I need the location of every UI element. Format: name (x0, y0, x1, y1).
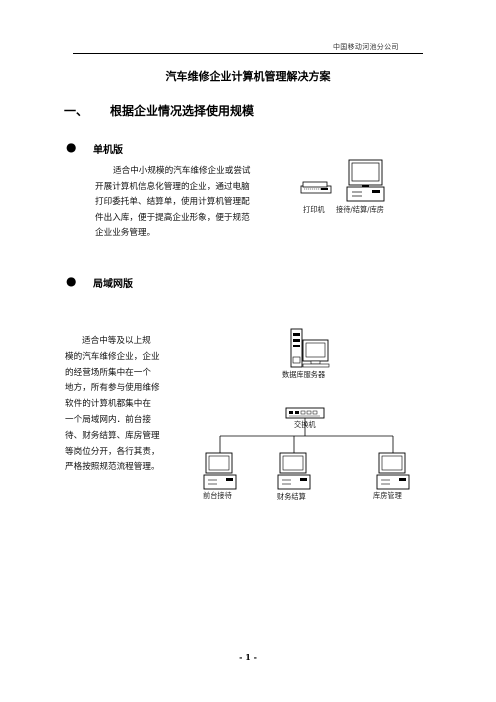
lan-version-paragraph: 适合中等及以上规 模的汽车维修企业，企业 的经营场所集中在一个 地方，所有参与使… (65, 334, 160, 476)
client-label-warehouse: 库房管理 (373, 491, 402, 500)
paragraph-line: 严格按照规范流程管理。 (65, 462, 160, 473)
paragraph-line: 企业业务管理。 (95, 228, 156, 238)
single-version-paragraph: 适合中小规模的汽车维修企业或尝试 开展计算机信息化管理的企业，通过电脑 打印委托… (95, 164, 251, 242)
section-title: 根据企业情况选择使用规模 (110, 104, 255, 118)
paragraph-line: 软件的计算机都集中在 (65, 399, 151, 410)
switch-label: 交换机 (294, 420, 316, 429)
section-number: 一、 (64, 104, 89, 118)
paragraph-line: 模的汽车维修企业，企业 (65, 351, 160, 362)
paragraph-line: 适合中等及以上规 (82, 336, 151, 346)
paragraph-line: 件出入库，便于提高企业形象，便于规范 (95, 212, 250, 223)
paragraph-line: 地方，所有参与使用维修 (65, 383, 160, 394)
database-server-icon (290, 328, 330, 368)
client-label-front-desk: 前台接待 (203, 491, 232, 500)
server-label: 数据库服务器 (282, 370, 326, 379)
computer-icon (203, 452, 237, 490)
bullet-dot-icon: ● (66, 140, 77, 154)
single-version-label: 单机版 (93, 145, 123, 156)
paragraph-line: 打印委托单、结算单，使用计算机管理配 (95, 197, 250, 207)
paragraph-line: 开展计算机信息化管理的企业，通过电脑 (95, 181, 250, 192)
lan-version-label: 局域网版 (93, 279, 133, 290)
paragraph-line: 待、财务结算、库房管理 (65, 430, 160, 441)
computer-icon (376, 452, 410, 490)
computer-icon (277, 452, 311, 490)
printer-icon (300, 181, 332, 194)
lan-network-diagram (203, 328, 410, 490)
page-number: - 1 - (239, 652, 257, 662)
printer-label: 打印机 (303, 205, 325, 214)
header-rule (73, 53, 423, 54)
client-label-finance: 财务结算 (277, 492, 306, 501)
single-version-diagram (300, 159, 385, 202)
header-company: 中国移动河池分公司 (333, 43, 399, 51)
paragraph-line: 适合中小规模的汽车维修企业或尝试 (113, 166, 251, 176)
workstation-label: 接待/结算/库房 (336, 205, 384, 214)
switch-icon (285, 407, 325, 419)
document-title: 汽车维修企业计算机管理解决方案 (165, 70, 331, 83)
bullet-dot-icon: ● (66, 274, 77, 288)
paragraph-line: 一个局域网内．前台接 (65, 414, 151, 425)
paragraph-line: 的经营场所集中在一个 (65, 367, 151, 378)
computer-icon (346, 159, 385, 202)
paragraph-line: 等岗位分开，各行其责， (65, 446, 160, 457)
